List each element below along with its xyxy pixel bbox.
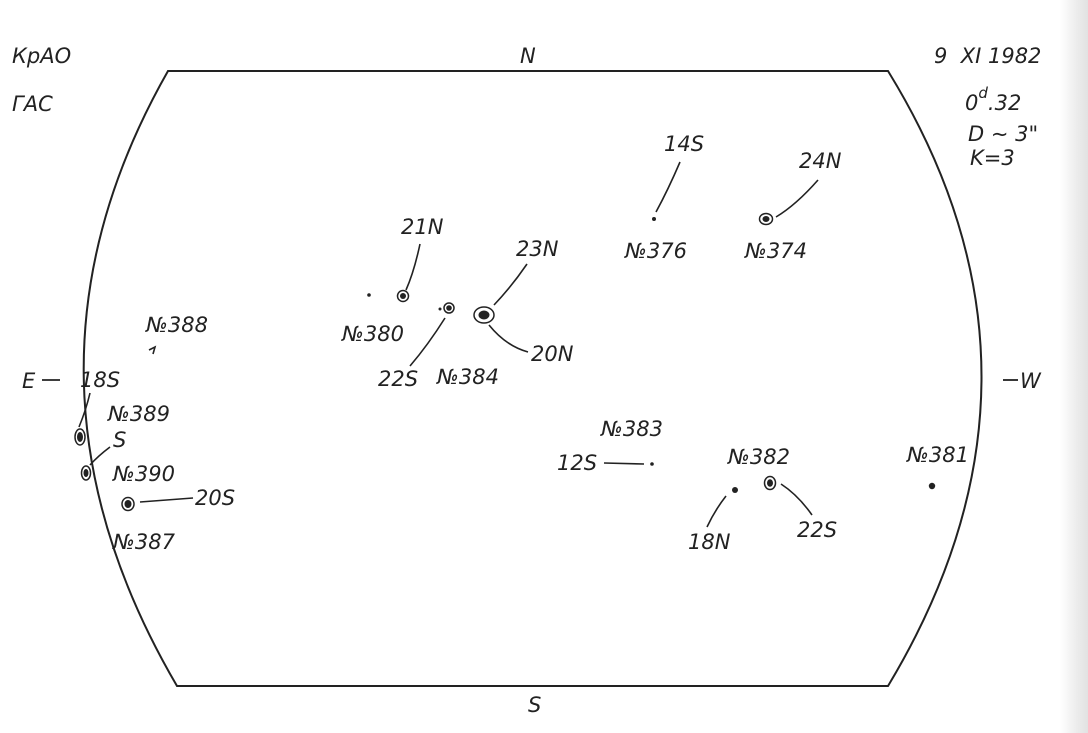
region-389-spot-ring: [74, 428, 86, 446]
lat-24n-label: 24N: [799, 149, 842, 173]
lat-24n-leader: [775, 179, 819, 218]
lat-20s-label: 20S: [195, 486, 235, 510]
lat-22s-leader: [409, 317, 446, 367]
region-390-spot-ring: [80, 465, 92, 481]
east-label: E: [22, 369, 36, 393]
lat-22s-b-leader: [780, 483, 813, 516]
region-376-spot: [652, 217, 656, 221]
region-390-spot: [83, 469, 89, 477]
region-383-spot: [650, 462, 654, 466]
lat-22s-label: 22S: [378, 367, 418, 391]
region-390-label: №390: [112, 462, 175, 486]
region-383-label: №383: [600, 417, 663, 441]
lat-21n-leader: [405, 243, 421, 291]
lat-18s-leader: [78, 392, 91, 428]
region-381-spot: [928, 482, 936, 490]
lat-18n-label: 18N: [688, 530, 731, 554]
lat-s-label: S: [113, 428, 126, 452]
instrument-label: ГАС: [12, 92, 53, 116]
time-main: 0: [965, 91, 978, 115]
region-380-label: №380: [341, 322, 404, 346]
north-label: N: [520, 44, 536, 68]
region-384-spot-ring: [443, 302, 455, 314]
region-387-label: №387: [112, 530, 176, 554]
lat-20n-leader: [488, 324, 529, 353]
region-387-spot: [124, 500, 132, 508]
region-374-label: №374: [744, 239, 807, 263]
lat-12s-label: 12S: [557, 451, 597, 475]
region-382-label: №382: [727, 445, 790, 469]
observatory-label: КрАО: [12, 44, 71, 68]
south-label: S: [528, 693, 541, 717]
region-380-small-spot: [367, 293, 371, 297]
lat-18n-leader: [706, 495, 727, 528]
region-381-label: №381: [906, 443, 969, 467]
lat-21n-label: 21N: [401, 215, 444, 239]
region-380-spot: [400, 293, 406, 299]
time-sup: d: [978, 84, 988, 102]
lat-23n-leader: [493, 263, 528, 306]
region-388-spot: [148, 345, 157, 355]
region-384-label: №384: [436, 365, 499, 389]
time-frac: .32: [988, 91, 1021, 115]
region-384-large-spot: [478, 310, 490, 320]
region-389-spot: [77, 432, 83, 442]
observation-time: 0d.32: [965, 84, 1021, 115]
west-label: W: [1020, 369, 1042, 393]
lat-s-leader: [89, 446, 111, 466]
lat-14s-leader: [655, 161, 681, 213]
region-374-spot-ring: [758, 212, 774, 226]
region-382-leading-spot: [732, 487, 738, 493]
region-387-spot-ring: [121, 496, 135, 512]
region-384-pore: [438, 307, 442, 311]
lat-20s-leader: [139, 497, 194, 503]
lat-18s-label: 18S: [80, 368, 120, 392]
solar-disk-frame: [82, 70, 983, 687]
region-382-spot: [767, 479, 773, 487]
region-384-spot: [446, 305, 452, 311]
region-384-large-spot-ring: [473, 306, 495, 324]
lat-14s-label: 14S: [664, 132, 704, 156]
paper-edge-shadow: [1060, 0, 1088, 733]
region-388-label: №388: [145, 313, 208, 337]
k-value-label: K=3: [970, 146, 1015, 170]
region-382-spot-ring: [763, 475, 777, 491]
observation-date: 9 XI 1982: [934, 44, 1041, 68]
region-389-label: №389: [107, 402, 170, 426]
lat-23n-label: 23N: [516, 237, 559, 261]
lat-22s-b-label: 22S: [797, 518, 837, 542]
region-376-label: №376: [624, 239, 687, 263]
diameter-label: D ∼ 3": [968, 122, 1038, 146]
region-380-spot-ring: [396, 289, 410, 303]
lat-20n-label: 20N: [531, 342, 574, 366]
region-374-spot: [762, 216, 770, 222]
lat-12s-leader: [603, 462, 645, 465]
